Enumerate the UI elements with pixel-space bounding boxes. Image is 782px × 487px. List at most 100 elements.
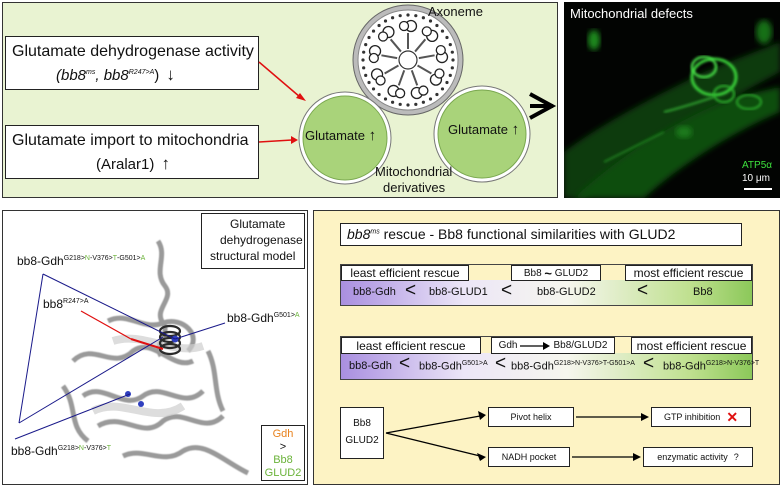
axoneme-accessory-dot <box>377 92 381 97</box>
axoneme-accessory-dot <box>371 29 376 33</box>
row2-least-label: least efficient rescue <box>341 337 481 354</box>
axoneme-spoke <box>389 38 402 53</box>
axoneme-accessory-dot <box>367 35 371 40</box>
row1-least-label: least efficient rescue <box>341 265 469 281</box>
micrograph-panel: Mitochondrial defects ATP5α 10 μm <box>564 2 780 198</box>
gtp-inhibition-box: GTP inhibition ✕ <box>651 407 751 427</box>
axoneme-accessory-dot <box>414 102 418 106</box>
axoneme-accessory-dot <box>448 43 452 47</box>
structural-model-panel: Glutamate dehydrogenase structural model… <box>2 210 308 485</box>
enzymatic-activity-box: enzymatic activity ? <box>643 447 753 467</box>
glutamate-label-2: Glutamate ↑ <box>448 121 520 138</box>
row1-item-glud1: bb8-GLUD1 <box>429 286 488 298</box>
import-line2: (Aralar1) ↑ <box>96 154 171 173</box>
axoneme-accessory-dot <box>435 23 439 28</box>
row1-most-label: most efficient rescue <box>625 265 752 281</box>
stain-label: ATP5α <box>742 160 773 171</box>
rescue-panel: bb8ms rescue - Bb8 functional similariti… <box>313 210 780 485</box>
row1-middle-label: Bb8 ~ GLUD2 <box>511 265 601 281</box>
glutamate-label-1: Glutamate ↑ <box>305 127 377 144</box>
row1-lt-3: < <box>637 280 649 301</box>
axoneme-doublet <box>435 45 446 56</box>
axoneme-accessory-dot <box>450 66 454 70</box>
axoneme-doublet <box>434 68 445 79</box>
axoneme-accessory-dot <box>362 50 366 54</box>
axoneme-accessory-dot <box>364 73 368 77</box>
model-title-box: Glutamate dehydrogenase structural model <box>201 213 305 269</box>
bb8-glud2-box: Bb8 GLUD2 <box>340 407 384 459</box>
row2-lt-2: < <box>495 353 507 374</box>
axoneme-accessory-dot <box>445 35 449 40</box>
gdh-activity-box: Glutamate dehydrogenase activity (bb8ms,… <box>5 36 259 90</box>
axoneme-spoke <box>418 54 435 60</box>
up-arrow-icon: ↑ <box>368 127 377 144</box>
axoneme-doublet <box>375 75 386 86</box>
mechanism-diagram <box>258 4 557 185</box>
row2-middle-label: Gdh Bb8/GLUD2 <box>491 337 615 354</box>
derivatives-line2: derivatives <box>383 180 446 195</box>
row2-most-label: most efficient rescue <box>631 337 752 354</box>
rescue-row2: least efficient rescue Gdh Bb8/GLUD2 mos… <box>340 336 759 380</box>
model-title-line1: Glutamate <box>230 217 286 231</box>
row1-item-glud2: bb8-GLUD2 <box>537 286 596 298</box>
rescue-row2-gradient <box>341 353 752 379</box>
row2-lt-1: < <box>399 353 411 374</box>
axoneme-accessory-dot <box>391 100 395 104</box>
label-double-mutant: bb8-GdhG218>N-V376>T <box>11 444 112 458</box>
axoneme-spoke <box>414 38 427 53</box>
rescue-title-box: bb8ms rescue - Bb8 functional similariti… <box>340 223 742 246</box>
rescue-title: bb8ms rescue - Bb8 functional similariti… <box>347 226 676 242</box>
axoneme-accessory-dot <box>364 43 368 47</box>
source-line1: Bb8 <box>353 418 371 429</box>
axoneme-accessory-dot <box>383 97 388 101</box>
row1-lt-2: < <box>501 280 513 301</box>
row2-item-triple: bb8-GdhG218>N-V376>T-G501>A <box>511 360 635 373</box>
axoneme-accessory-dot <box>406 103 410 107</box>
axoneme-accessory-dot <box>421 100 425 104</box>
micrograph-image <box>564 20 780 198</box>
derivatives-line1: Mitochondrial <box>375 164 453 179</box>
label-g501: bb8-GdhG501>A <box>227 311 300 325</box>
axoneme-accessory-dot <box>428 19 433 23</box>
axoneme-accessory-dot <box>398 14 402 18</box>
right-arrow-icon <box>520 341 551 350</box>
axoneme-accessory-dot <box>367 80 371 85</box>
cross-icon: ✕ <box>726 408 739 425</box>
label-triple-mutant: bb8-GdhG218>N-V376>T-G501>A <box>17 254 146 268</box>
axoneme-doublet <box>394 88 406 99</box>
legend-glud2: GLUD2 <box>264 467 302 479</box>
up-arrow-icon: ↑ <box>161 154 171 173</box>
axoneme-spoke <box>417 64 432 75</box>
gdh-activity-line1: Glutamate dehydrogenase activity <box>12 43 254 60</box>
row1-lt-1: < <box>405 280 417 301</box>
axoneme-accessory-dot <box>440 29 445 33</box>
model-title-line2: dehydrogenase <box>220 233 303 247</box>
axoneme-accessory-dot <box>377 23 381 28</box>
axoneme-accessory-dot <box>398 102 402 106</box>
model-title-line3: structural model <box>210 249 296 263</box>
axoneme-accessory-dot <box>440 87 445 91</box>
axoneme-accessory-dot <box>451 58 455 62</box>
source-line2: GLUD2 <box>345 435 379 446</box>
axoneme-accessory-dot <box>435 92 439 97</box>
rescue-row1: least efficient rescue Bb8 ~ GLUD2 most … <box>340 264 753 306</box>
axoneme-doublet <box>368 52 379 64</box>
down-arrow-icon: ↓ <box>166 65 175 84</box>
axoneme-doublet <box>398 20 410 32</box>
axoneme-accessory-dot <box>406 13 410 17</box>
label-r247: bb8R247>A <box>43 297 89 311</box>
row2-item-g501: bb8-GdhG501>A <box>419 360 488 373</box>
rescue-row1-gradient <box>341 280 752 305</box>
row2-lt-3: < <box>643 353 655 374</box>
protein-structure-image <box>14 239 250 476</box>
axoneme-doublet <box>377 31 389 42</box>
axoneme-accessory-dot <box>428 97 433 101</box>
pivot-helix-box: Pivot helix <box>488 407 574 427</box>
import-line1: Glutamate import to mitochondria <box>12 132 249 149</box>
micrograph-title: Mitochondrial defects <box>570 6 693 21</box>
axoneme-accessory-dot <box>383 19 388 23</box>
axoneme-doublet <box>421 26 432 37</box>
glutamate-import-box: Glutamate import to mitochondria (Aralar… <box>5 125 259 179</box>
scale-bar-label: 10 μm <box>742 173 770 184</box>
axoneme-accessory-dot <box>414 14 418 18</box>
